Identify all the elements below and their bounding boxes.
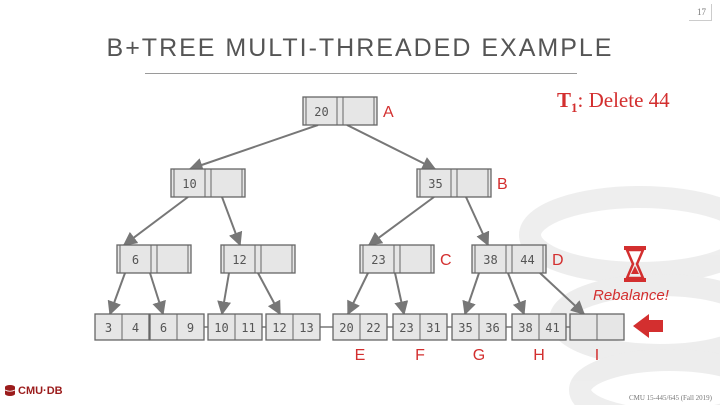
- node-box: [302, 96, 378, 126]
- node-box: [471, 244, 547, 274]
- leaf-key: 20: [339, 321, 353, 335]
- node-key: 23: [371, 253, 385, 267]
- leaf-key: 22: [366, 321, 380, 335]
- leaf-key: 23: [399, 321, 413, 335]
- logo-text: CMU·DB: [18, 384, 63, 397]
- leaf-node: 23 31F: [392, 313, 448, 364]
- cmu-db-logo: CMU·DB: [4, 384, 63, 397]
- leaf-key: 31: [426, 321, 440, 335]
- leaf-key: 38: [518, 321, 532, 335]
- inner-node-n12: 12: [220, 244, 296, 274]
- leaf-key: 10: [214, 321, 228, 335]
- tree-edge: [122, 196, 189, 246]
- node-key: 12: [232, 253, 246, 267]
- leaf-node: 10 11: [207, 313, 263, 341]
- leaf-label: E: [355, 347, 366, 364]
- leaf-key: 9: [187, 321, 194, 335]
- node-label: B: [497, 176, 508, 193]
- leaf-key: 36: [485, 321, 499, 335]
- operation-text: : Delete 44: [577, 88, 670, 112]
- node-label: D: [552, 252, 564, 269]
- node-label: A: [383, 104, 394, 121]
- leaf-label: G: [473, 347, 485, 364]
- leaf-key: 12: [272, 321, 286, 335]
- inner-node-B2: 35 B: [416, 168, 508, 198]
- leaf-label: F: [415, 347, 425, 364]
- tree-edge: [346, 124, 437, 170]
- node-box: [359, 244, 435, 274]
- inner-node-n6: 6: [116, 244, 192, 274]
- hourglass-icon: [624, 246, 646, 282]
- tree-edge: [465, 196, 490, 247]
- page-number: 17: [697, 7, 706, 17]
- tree-edge: [462, 272, 480, 316]
- operation-label: T1: Delete 44: [557, 88, 670, 116]
- tree-edge: [539, 272, 586, 315]
- node-key: 44: [520, 253, 534, 267]
- leaf-node: 20 22E: [332, 313, 388, 364]
- node-key: 20: [314, 105, 328, 119]
- tree-edge: [107, 272, 126, 316]
- node-key: 38: [483, 253, 497, 267]
- inner-node-B: 10: [170, 168, 246, 198]
- tree-edge: [507, 272, 526, 316]
- leaf-key: 11: [241, 321, 255, 335]
- red-arrow-icon: [633, 314, 663, 338]
- leaf-node: 12 13: [265, 313, 321, 341]
- slide-title: B+TREE MULTI-THREADED EXAMPLE: [106, 34, 614, 62]
- leaf-key: 35: [458, 321, 472, 335]
- leaf-label: I: [595, 347, 599, 364]
- node-label: C: [440, 252, 452, 269]
- leaf-label: H: [533, 347, 545, 364]
- rebalance-annotation: Rebalance!: [593, 287, 669, 304]
- tree-edge: [149, 272, 166, 316]
- tree-edge: [347, 272, 369, 316]
- node-key: 10: [182, 177, 196, 191]
- leaf-key: 13: [299, 321, 313, 335]
- node-box: [116, 244, 192, 274]
- tree-edge: [257, 272, 281, 316]
- thread-subscript: 1: [571, 100, 578, 116]
- tree-edge: [188, 124, 319, 172]
- tree-edge: [367, 196, 435, 246]
- tree-edges: [107, 124, 586, 316]
- leaf-node: I: [569, 313, 625, 364]
- node-box: [170, 168, 246, 198]
- course-footer: CMU 15-445/645 (Fall 2019): [628, 394, 712, 402]
- inner-node-C: 23 C: [359, 244, 452, 274]
- leaf-key: 3: [105, 321, 112, 335]
- leaf-key: 6: [160, 321, 167, 335]
- database-icon: [4, 385, 16, 396]
- tree-edge: [221, 196, 243, 247]
- title-underline: [145, 73, 577, 74]
- node-box: [220, 244, 296, 274]
- inner-node-D: 38 44 D: [471, 244, 564, 274]
- tree-edge: [217, 272, 232, 316]
- leaf-key: 41: [545, 321, 559, 335]
- leaf-key: 4: [132, 321, 139, 335]
- node-box: [416, 168, 492, 198]
- page-number-box: [689, 4, 712, 21]
- tree-edge: [394, 272, 409, 316]
- thread-name: T: [557, 88, 572, 112]
- node-key: 35: [428, 177, 442, 191]
- node-key: 6: [132, 253, 139, 267]
- leaf-node: 38 41H: [511, 313, 567, 364]
- inner-node-A: 20 A: [302, 96, 394, 126]
- leaf-node: 35 36G: [451, 313, 507, 364]
